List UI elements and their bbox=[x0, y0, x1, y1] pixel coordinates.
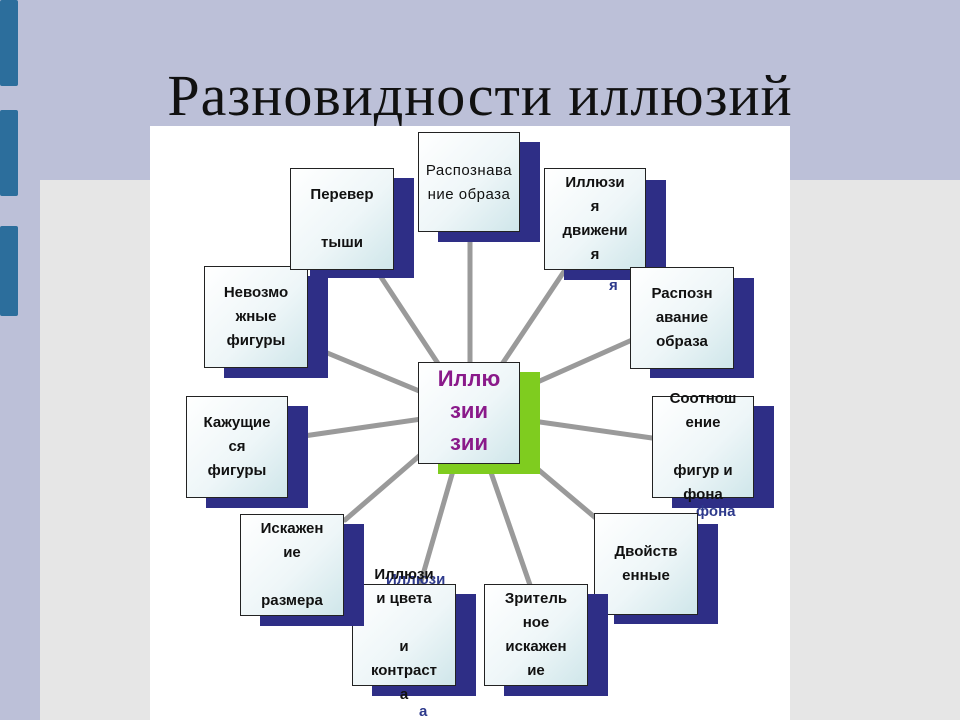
node-dual-images: Двойств енные bbox=[594, 513, 698, 615]
node-size-distortion: Искажен ие размера bbox=[240, 514, 344, 616]
accent-bar bbox=[0, 110, 18, 196]
center-node-illusions: Иллю зии зии bbox=[418, 362, 520, 464]
node-color-contrast: Иллюзи и цвета и контраст а bbox=[352, 566, 456, 703]
center-node-line: зии bbox=[450, 398, 488, 423]
node-figure-ground: Соотнош ение фигур и фона bbox=[652, 390, 754, 503]
node-overflow-text: я bbox=[609, 277, 618, 294]
node-overflow-text: фона bbox=[696, 503, 736, 520]
accent-bar bbox=[0, 0, 18, 86]
slide-title: Разновидности иллюзий bbox=[167, 63, 793, 128]
node-pattern-recognition: Распозн авание образа bbox=[630, 267, 734, 369]
node-impossible-figures: Невозмо жные фигуры bbox=[204, 266, 308, 368]
node-inverted-figures: Перевер тыши bbox=[290, 168, 394, 270]
node-motion-illusion: Иллюзи я движени я bbox=[544, 168, 646, 270]
node-pattern-recognition-top: Распознава ние образа bbox=[418, 132, 520, 232]
node-overflow-text: Иллюзи bbox=[386, 571, 446, 588]
center-node-line: Иллю bbox=[437, 366, 501, 391]
node-overflow-text: а bbox=[419, 703, 428, 720]
node-visual-distortion: Зритель ное искажен ие bbox=[484, 584, 588, 686]
node-apparent-figures: Кажущие ся фигуры bbox=[186, 396, 288, 498]
center-node-line: зии bbox=[450, 430, 488, 455]
accent-bar bbox=[0, 226, 18, 316]
